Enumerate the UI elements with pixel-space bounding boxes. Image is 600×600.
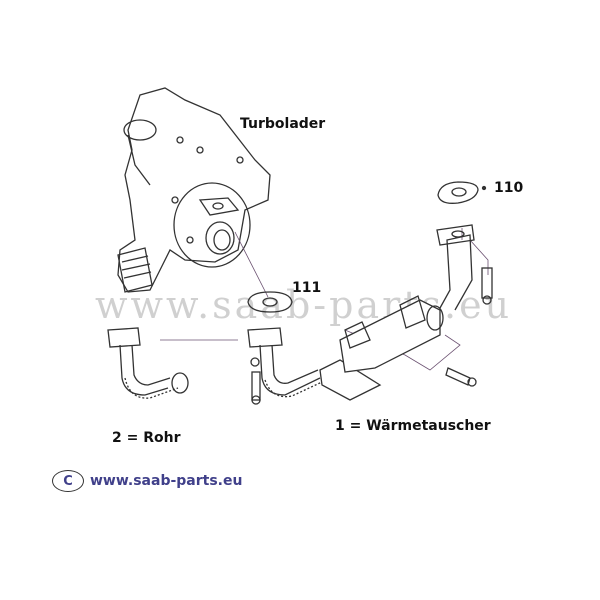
gasket-110-drawing xyxy=(437,181,487,204)
website-link[interactable]: www.saab-parts.eu xyxy=(90,473,243,489)
gasket-111-drawing xyxy=(247,291,293,313)
copyright-line: C www.saab-parts.eu xyxy=(52,470,242,492)
label-heat-exchanger: 1 = Wärmetauscher xyxy=(335,418,491,434)
label-pipe: 2 = Rohr xyxy=(112,430,181,446)
turbocharger-drawing xyxy=(117,87,271,293)
heat-exchanger-drawing xyxy=(247,224,493,405)
pipe-2-drawing xyxy=(107,327,189,399)
label-part-111: 111 xyxy=(292,280,322,296)
label-turbocharger: Turbolader xyxy=(240,116,326,132)
label-part-110: 110 xyxy=(494,180,524,196)
copyright-icon: C xyxy=(52,470,84,492)
